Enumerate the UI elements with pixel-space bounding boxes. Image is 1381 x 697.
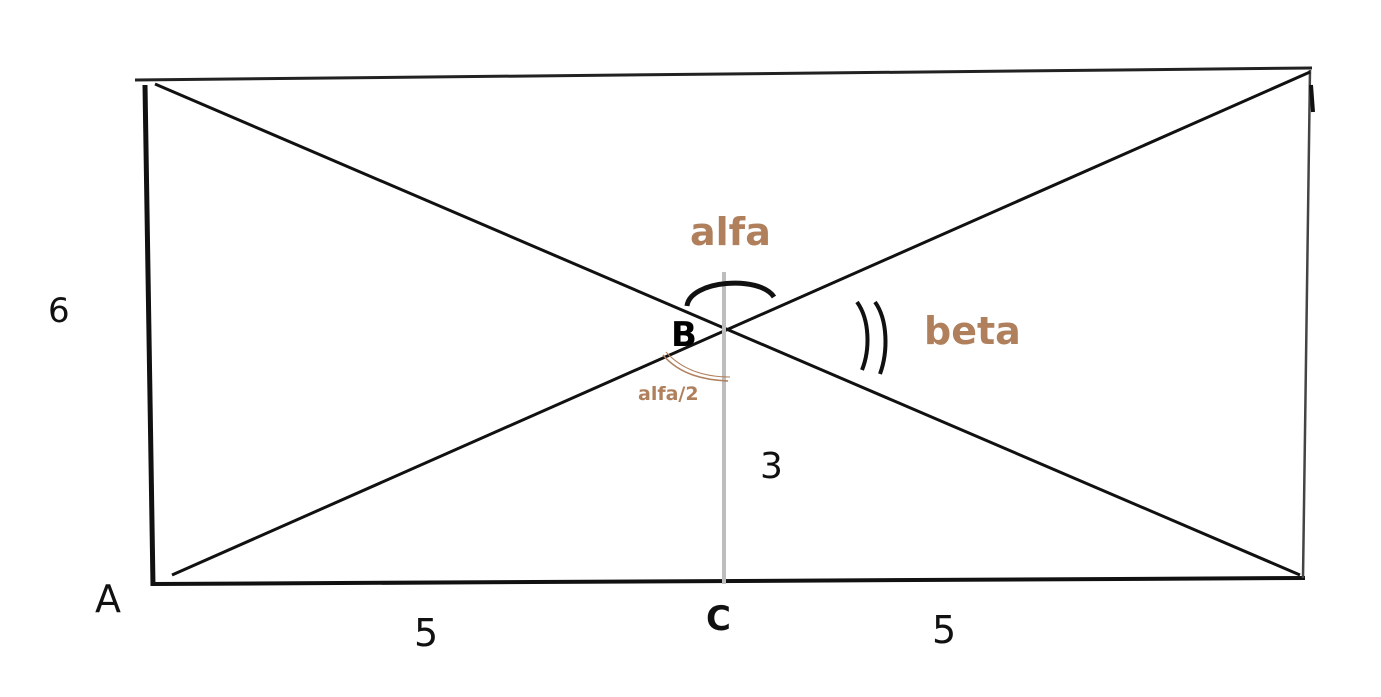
label-point-b: B [671,315,697,355]
rectangle-left-side [142,84,156,587]
rectangle-top-side [134,66,1313,82]
label-segment-bc: 3 [760,446,783,487]
label-angle-alfa: alfa [690,210,771,254]
label-point-c: C [706,599,731,639]
rectangle-bottom-side [152,576,1306,586]
label-segment-left: 5 [414,611,438,655]
label-side-height: 6 [48,291,70,331]
label-segment-right: 5 [932,608,956,652]
label-angle-beta: beta [924,309,1021,353]
angle-half-alfa-arc [662,354,729,382]
label-angle-half-alfa: alfa/2 [638,383,699,405]
rectangle-right-side [1301,69,1312,579]
label-point-a: A [95,577,121,621]
angle-beta-arc-1 [855,300,870,371]
diagonal-bottom-left-to-top-right [171,70,1311,577]
angle-beta-arc-2 [873,300,888,375]
angle-alfa-arc [684,280,777,307]
